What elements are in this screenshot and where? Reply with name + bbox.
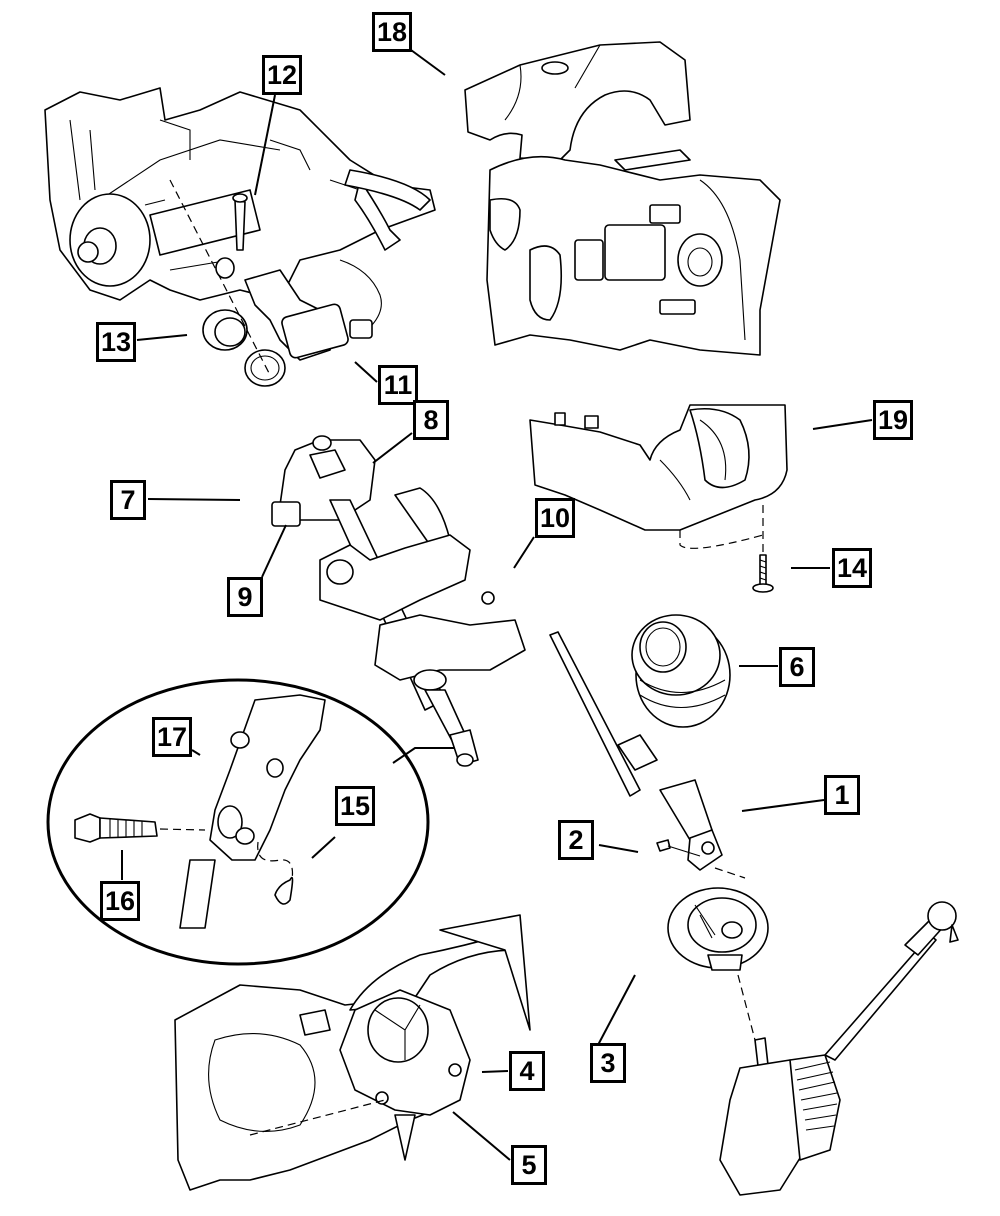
callout-10[interactable]: 10: [535, 498, 575, 538]
callout-1[interactable]: 1: [824, 775, 860, 815]
callout-16[interactable]: 16: [100, 881, 140, 921]
callout-15[interactable]: 15: [335, 786, 375, 826]
dash-seal-illustration: [667, 887, 769, 1041]
callout-2[interactable]: 2: [558, 820, 594, 860]
steering-rack-illustration: [719, 901, 959, 1196]
callout-14[interactable]: 14: [832, 548, 872, 588]
callout-7[interactable]: 7: [110, 480, 146, 520]
upper-shroud-illustration: [464, 41, 781, 356]
callout-19[interactable]: 19: [873, 400, 913, 440]
callout-8[interactable]: 8: [413, 400, 449, 440]
callout-17[interactable]: 17: [152, 717, 192, 757]
lower-shroud-illustration: [529, 404, 788, 593]
callout-4[interactable]: 4: [509, 1051, 545, 1091]
callout-3[interactable]: 3: [590, 1043, 626, 1083]
column-bracket-assembly-illustration: [44, 87, 436, 387]
callout-12[interactable]: 12: [262, 55, 302, 95]
u-joint-detail-inset: [46, 678, 455, 966]
steering-column-illustration: [271, 435, 526, 767]
callout-5[interactable]: 5: [511, 1145, 547, 1185]
callout-9[interactable]: 9: [227, 577, 263, 617]
intermediate-shaft-illustration: [549, 614, 746, 879]
dash-panel-illustration: [174, 914, 531, 1191]
callout-18[interactable]: 18: [372, 12, 412, 52]
callout-11[interactable]: 11: [378, 365, 418, 405]
callout-13[interactable]: 13: [96, 322, 136, 362]
leader-lines: [121, 49, 873, 1161]
callout-6[interactable]: 6: [779, 647, 815, 687]
